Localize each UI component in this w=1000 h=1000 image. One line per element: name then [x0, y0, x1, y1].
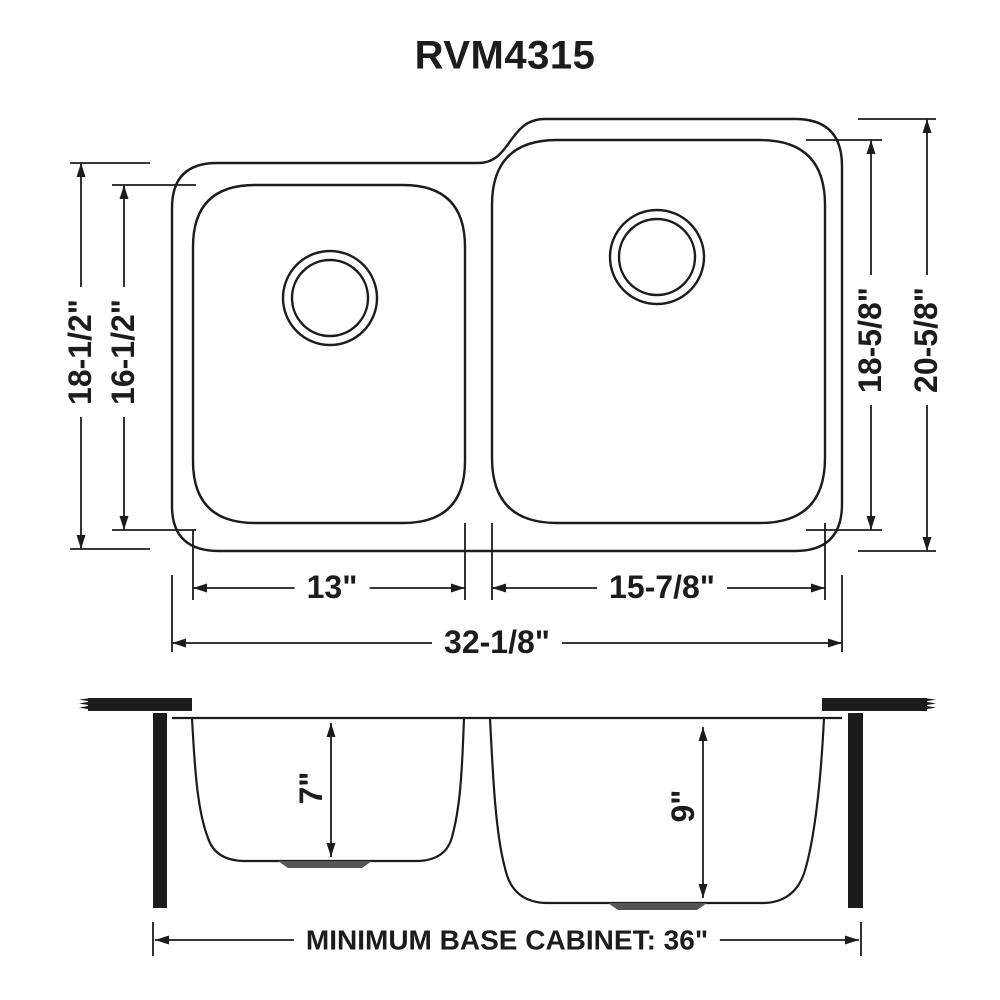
arrow — [492, 583, 506, 593]
arrow — [193, 583, 207, 593]
left-drain-outer-ring — [281, 249, 379, 347]
cabinet-side-left — [153, 713, 167, 908]
section-right-drain — [608, 903, 707, 910]
arrow — [119, 185, 129, 199]
left-drain-inner-ring — [290, 258, 370, 338]
dim-label-right-outer: 20-5/8" — [908, 275, 944, 405]
right-drain-outer-ring — [608, 208, 706, 306]
plan-outer-rim — [170, 117, 844, 553]
dim-label-right-bowl-width: 15-7/8" — [597, 571, 727, 605]
arrow — [172, 638, 186, 648]
arrow — [811, 583, 825, 593]
dim-label-base-cabinet: MINIMUM BASE CABINET: 36" — [293, 925, 721, 955]
arrow — [119, 516, 129, 530]
model-title: RVM4315 — [414, 33, 596, 78]
arrow — [698, 727, 708, 741]
countertop-right — [822, 698, 927, 711]
section-view-group — [79, 698, 936, 910]
arrow — [866, 516, 876, 530]
dim-label-overall-width: 32-1/8" — [432, 626, 562, 660]
plan-right-bowl — [490, 138, 827, 525]
arrow — [326, 723, 336, 737]
arrow — [922, 537, 932, 551]
arrowheads-group — [76, 119, 932, 945]
section-left-bowl — [190, 717, 466, 863]
dim-label-left-outer: 18-1/2" — [62, 287, 98, 417]
dim-label-right-inner: 18-5/8" — [852, 275, 888, 405]
dim-label-right-bowl-depth: 9" — [665, 789, 702, 823]
countertop-left-break — [79, 698, 92, 711]
dim-label-left-bowl-depth: 7" — [293, 771, 330, 805]
arrow — [866, 140, 876, 154]
arrow — [155, 935, 169, 945]
arrow — [828, 638, 842, 648]
right-drain-inner-ring — [617, 217, 697, 297]
arrow — [451, 583, 465, 593]
dim-label-left-bowl-width: 13" — [294, 571, 370, 605]
arrow — [76, 163, 86, 177]
dimension-lines-group — [70, 118, 936, 956]
countertop-right-break — [923, 698, 936, 711]
section-left-drain — [278, 861, 372, 868]
arrow — [326, 843, 336, 857]
plan-left-bowl — [191, 183, 467, 525]
dim-label-left-inner: 16-1/2" — [105, 287, 141, 417]
arrow — [845, 935, 859, 945]
section-right-bowl — [488, 717, 826, 905]
arrow — [76, 535, 86, 549]
arrow — [922, 119, 932, 133]
countertop-left — [88, 698, 192, 711]
arrow — [698, 884, 708, 898]
plan-view-group — [170, 117, 844, 553]
cabinet-side-right — [848, 713, 863, 908]
